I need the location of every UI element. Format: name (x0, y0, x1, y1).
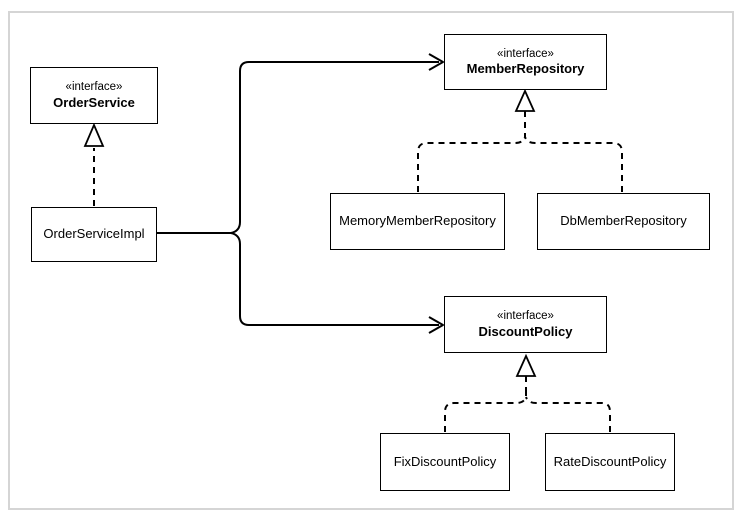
class-box-discount-policy: «interface» DiscountPolicy (444, 296, 607, 353)
class-name: MemberRepository (466, 61, 585, 77)
class-name: DiscountPolicy (478, 323, 573, 339)
class-box-rate-discount-policy: RateDiscountPolicy (545, 433, 675, 491)
class-name: FixDiscountPolicy (393, 453, 497, 469)
stereotype-label: «interface» (497, 310, 554, 323)
class-name: OrderService (53, 94, 135, 110)
stereotype-label: «interface» (497, 47, 554, 60)
class-box-fix-discount-policy: FixDiscountPolicy (380, 433, 510, 491)
class-box-order-service: «interface» OrderService (30, 67, 158, 124)
class-name: MemoryMemberRepository (339, 213, 496, 229)
stereotype-label: «interface» (65, 81, 123, 94)
class-box-order-service-impl: OrderServiceImpl (31, 207, 157, 262)
class-name: OrderServiceImpl (43, 226, 145, 242)
class-box-db-member-repository: DbMemberRepository (537, 193, 710, 250)
class-name: RateDiscountPolicy (553, 453, 667, 469)
class-box-member-repository: «interface» MemberRepository (444, 34, 607, 90)
class-box-memory-member-repository: MemoryMemberRepository (330, 193, 505, 250)
class-name: DbMemberRepository (560, 213, 687, 229)
